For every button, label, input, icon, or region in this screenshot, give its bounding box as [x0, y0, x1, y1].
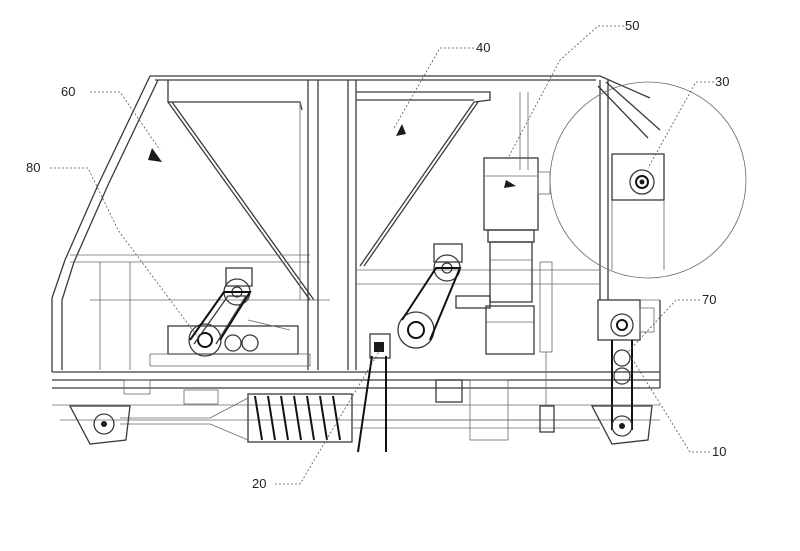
middle-hopper	[356, 91, 600, 285]
label-10: 10	[712, 444, 726, 459]
label-30: 30	[715, 74, 729, 89]
screw-conveyor-20	[120, 333, 600, 453]
label-60: 60	[61, 84, 75, 99]
screw-flights	[254, 395, 341, 441]
left-hopper	[70, 80, 330, 370]
right-drive-70	[597, 299, 655, 430]
motor-unit	[483, 157, 553, 353]
leader-lines	[50, 25, 714, 485]
label-80: 80	[26, 160, 40, 175]
label-50: 50	[625, 18, 639, 33]
drive-80	[149, 267, 311, 367]
label-70: 70	[702, 292, 716, 307]
wheels	[68, 379, 653, 445]
middle-drive	[397, 243, 535, 441]
label-20: 20	[252, 476, 266, 491]
central-column	[307, 80, 357, 370]
reference-labels: 60 80 40 50 30 70 10 20	[26, 18, 729, 491]
label-40: 40	[476, 40, 490, 55]
reel-30	[549, 81, 747, 279]
